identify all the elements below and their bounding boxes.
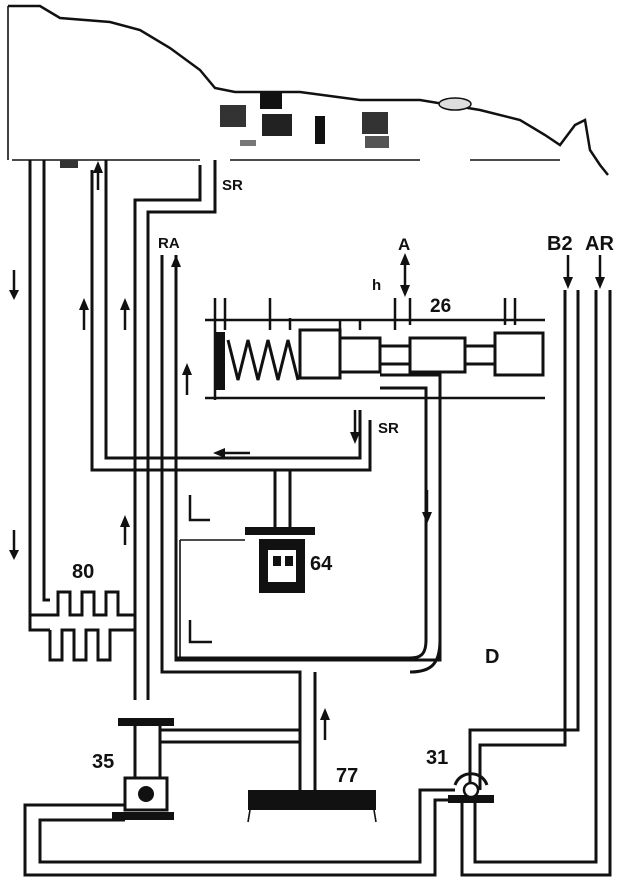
label-ra: RA bbox=[158, 235, 180, 252]
housing-components bbox=[60, 93, 389, 168]
arrow-down-icon bbox=[563, 255, 573, 289]
arrow-updown-icon bbox=[400, 253, 410, 297]
arrow-up-icon bbox=[79, 298, 89, 330]
label-sr-top: SR bbox=[222, 177, 243, 194]
clutch-77 bbox=[247, 672, 377, 823]
valve-body-housing bbox=[7, 4, 609, 176]
arrow-down-icon bbox=[422, 490, 432, 524]
label-31: 31 bbox=[426, 747, 448, 769]
outer-left-pipe bbox=[28, 160, 372, 617]
damper-80 bbox=[28, 590, 135, 662]
spool-land-2 bbox=[338, 336, 382, 374]
arrow-up-icon bbox=[182, 363, 192, 395]
label-ar: AR bbox=[585, 233, 614, 255]
label-sr-mid: SR bbox=[378, 420, 399, 437]
b2-ar-lines bbox=[460, 290, 612, 877]
arrow-down-icon bbox=[350, 410, 360, 444]
arrow-up-icon bbox=[171, 255, 181, 285]
flow-arrows bbox=[9, 161, 605, 740]
label-h: h bbox=[372, 277, 381, 294]
valve-31 bbox=[448, 772, 494, 803]
label-64: 64 bbox=[310, 553, 333, 575]
corner-markers bbox=[188, 495, 212, 644]
label-valve-26: 26 bbox=[430, 296, 451, 317]
spool-land-1 bbox=[298, 328, 342, 380]
label-35: 35 bbox=[92, 751, 114, 773]
valve-26 bbox=[205, 298, 545, 640]
label-a: A bbox=[398, 235, 410, 254]
labels: SR RA A h 26 B2 AR SR 64 80 D 35 77 31 bbox=[72, 177, 614, 787]
bottom-loop-pipes bbox=[23, 788, 455, 877]
valve-spring bbox=[215, 332, 300, 390]
label-d: D bbox=[485, 646, 499, 668]
component-64 bbox=[179, 470, 315, 660]
arrow-up-icon bbox=[120, 298, 130, 330]
arrow-up-icon bbox=[93, 161, 103, 190]
arrow-down-icon bbox=[595, 255, 605, 289]
arrow-up-icon bbox=[320, 708, 330, 740]
arrow-down-icon bbox=[9, 270, 19, 300]
ra-line bbox=[160, 255, 442, 740]
piston-35 bbox=[112, 718, 300, 820]
spool-land-4 bbox=[493, 331, 545, 377]
arrow-left-icon bbox=[213, 448, 250, 458]
spool-land-3 bbox=[408, 336, 467, 374]
arrow-down-icon bbox=[9, 530, 19, 560]
sr-supply-line bbox=[133, 160, 217, 700]
label-b2: B2 bbox=[547, 233, 573, 255]
label-77: 77 bbox=[336, 765, 358, 787]
d-line bbox=[176, 390, 442, 674]
label-80: 80 bbox=[72, 561, 94, 583]
arrow-up-icon bbox=[120, 515, 130, 545]
housing-cap bbox=[438, 97, 472, 111]
